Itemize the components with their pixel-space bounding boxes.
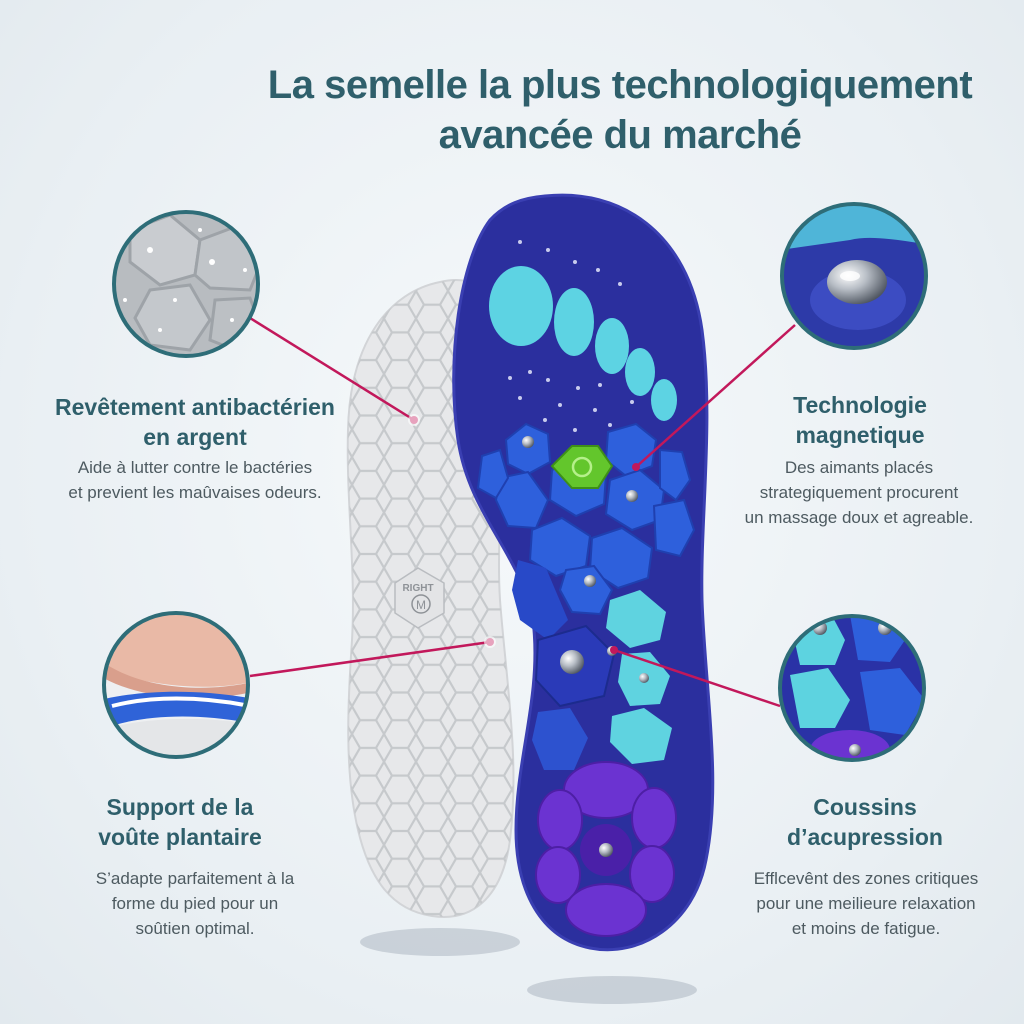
arch-support-closeup	[102, 611, 250, 759]
magnetic-title: Technologie magnetique	[793, 392, 927, 448]
silver-coating-desc: Aide à lutter contre le bactéries et pre…	[68, 458, 322, 502]
magnet-closeup	[780, 202, 928, 350]
silver-coating-closeup	[112, 210, 260, 358]
acupressure-closeup	[778, 614, 926, 762]
blue-insole	[452, 193, 715, 952]
title-line-2: avancée du marché	[438, 113, 802, 157]
title-line-1: La semelle la plus technologiquement	[267, 63, 973, 107]
page-title: La semelle la plus technologiquement ava…	[200, 60, 1024, 160]
magnetic-desc: Des aimants placés strategiquement procu…	[744, 458, 974, 527]
arch-support-desc: S’adapte parfaitement à la forme du pied…	[95, 869, 295, 938]
insole-size-mark: M	[416, 598, 426, 612]
silver-coating-title: Revêtement antibactérien en argent	[55, 394, 335, 450]
acupressure-desc: Efflcevênt des zones critiques pour une …	[753, 869, 979, 938]
arch-support-title: Support de la voûte plantaire	[98, 794, 262, 850]
blue-insole-shadow	[527, 976, 697, 1004]
acupressure-title: Coussins d’acupression	[787, 794, 943, 850]
grey-insole-shadow	[360, 928, 520, 956]
connector-lines	[249, 316, 796, 708]
insole-side-mark: RIGHT	[402, 583, 433, 594]
